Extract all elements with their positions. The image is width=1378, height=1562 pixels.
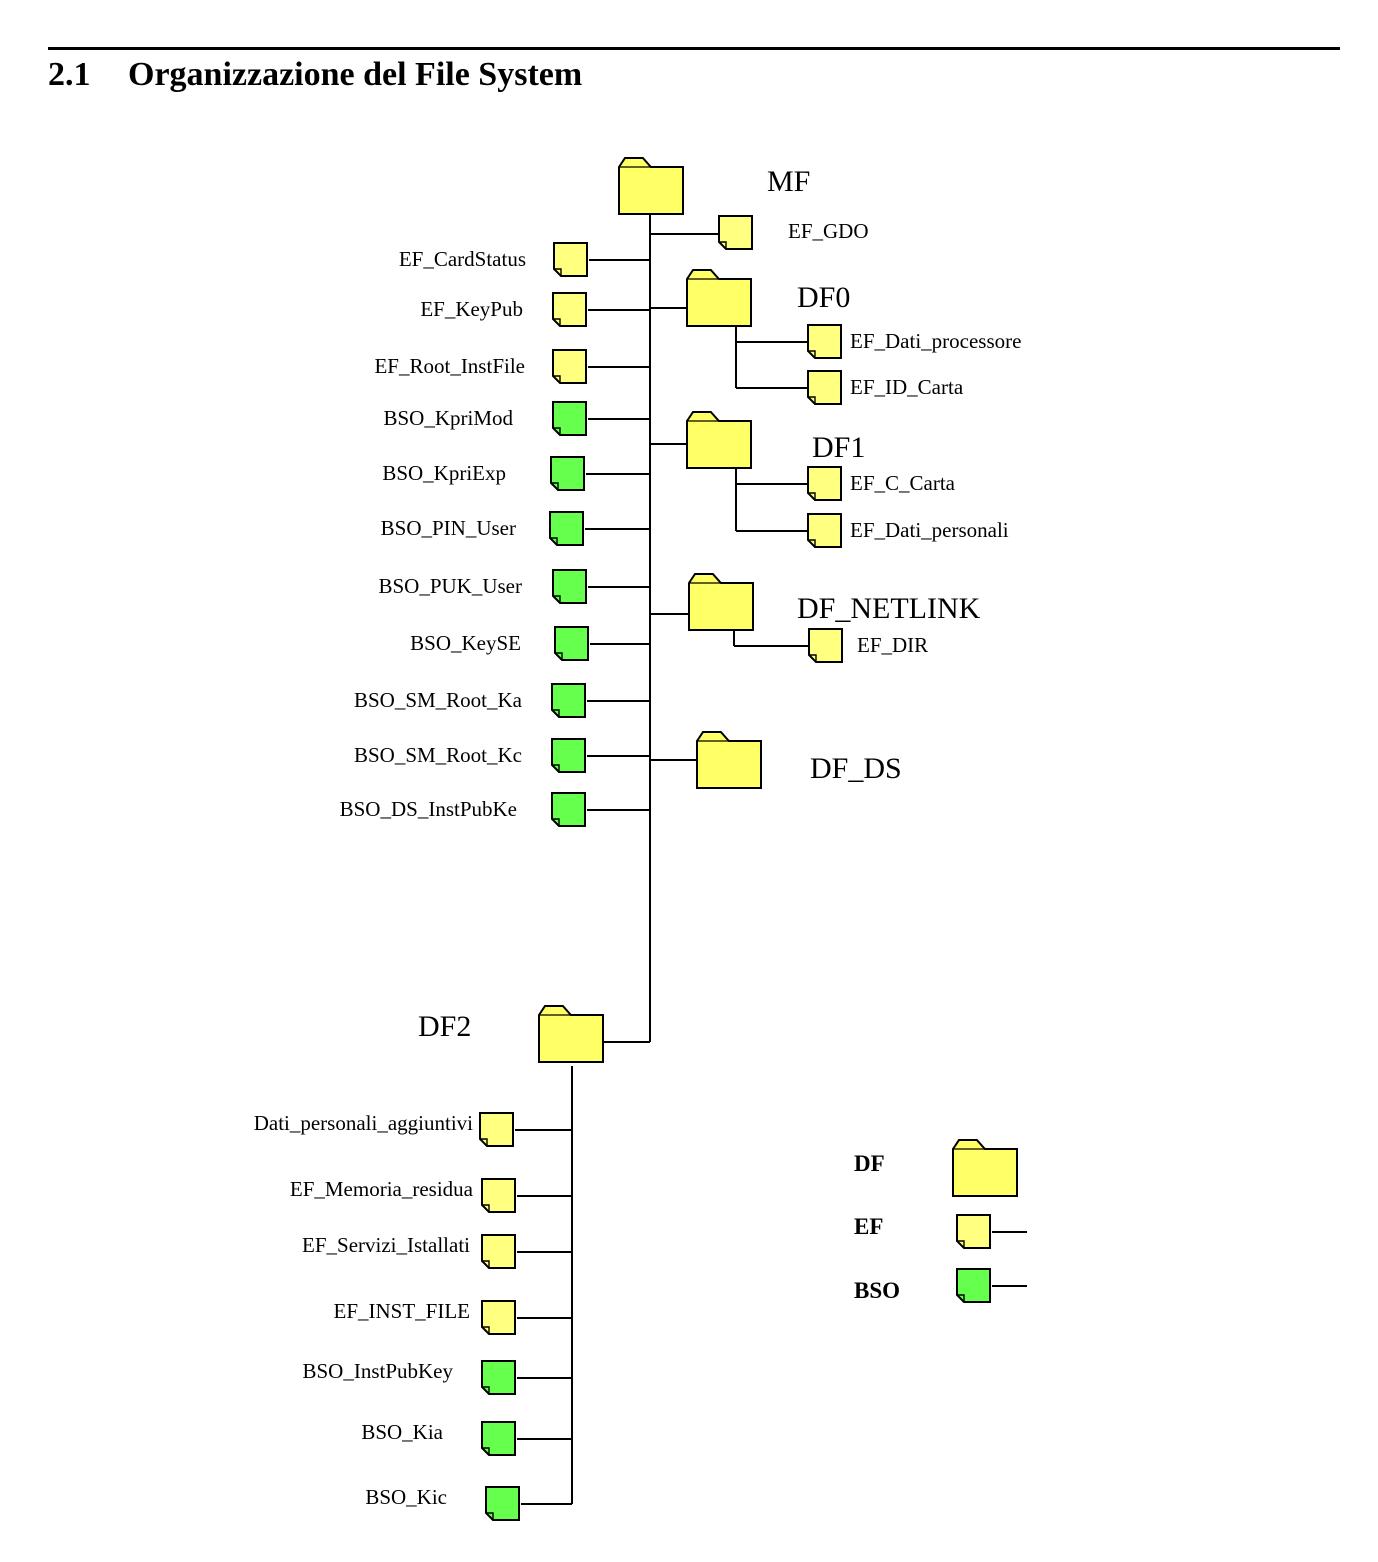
label-ef_memoria_residua: EF_Memoria_residua (290, 1177, 474, 1201)
bso-icon-bso_kprimod (552, 401, 587, 436)
label-ef_dati_processore: EF_Dati_processore (850, 329, 1021, 353)
label-bso_ds_instpubke: BSO_DS_InstPubKe (340, 797, 517, 821)
label-ef_servizi_istallati: EF_Servizi_Istallati (302, 1233, 470, 1257)
bso-icon-bso_kia (481, 1421, 516, 1456)
label-df0: DF0 (797, 281, 850, 314)
bso-icon-bso_sm_root_ka (551, 683, 586, 718)
ef-icon-ef_c_carta (807, 466, 842, 501)
ef-icon-ef_inst_file (481, 1300, 516, 1335)
bso-icon-bso_sm_root_kc (551, 738, 586, 773)
top-rule (48, 47, 1340, 50)
bso-icon-bso_instpubkey (481, 1360, 516, 1395)
page-fold (957, 1294, 965, 1302)
page-fold (553, 318, 561, 326)
label-bso_sm_root_ka: BSO_SM_Root_Ka (354, 688, 523, 712)
label-ef_dir: EF_DIR (857, 633, 928, 657)
ef-icon-ef_servizi_istallati (481, 1234, 516, 1269)
page-fold (486, 1512, 494, 1520)
ef-icon-dati_personali_aggiuntivi (479, 1112, 514, 1147)
legend-ef-icon (956, 1214, 991, 1249)
label-bso_sm_root_kc: BSO_SM_Root_Kc (354, 743, 522, 767)
label-df_ds: DF_DS (810, 752, 902, 785)
ef-icon-ef_dati_processore (807, 324, 842, 359)
page-fold (808, 350, 816, 358)
label-bso_puk_user: BSO_PUK_User (378, 574, 522, 598)
label-bso_pin_user: BSO_PIN_User (381, 516, 516, 540)
legend-bso-icon (956, 1268, 991, 1303)
page-fold (482, 1260, 490, 1268)
page-fold (555, 652, 563, 660)
label-mf: MF (767, 165, 810, 198)
page-fold (809, 654, 817, 662)
label-ef_keypub: EF_KeyPub (420, 297, 523, 321)
label-df1: DF1 (812, 431, 865, 464)
section-number: 2.1 (48, 56, 91, 93)
bso-icon-bso_kpriexp (550, 456, 585, 491)
page-fold (552, 709, 560, 717)
label-bso_keyse: BSO_KeySE (410, 631, 521, 655)
page-fold (550, 537, 558, 545)
page-fold (553, 427, 561, 435)
label-ef_root_instfile: EF_Root_InstFile (374, 354, 525, 378)
label-bso_kprimod: BSO_KpriMod (383, 406, 513, 430)
label-df_netlink: DF_NETLINK (797, 592, 981, 625)
legend-label-ef: EF (854, 1214, 883, 1239)
page-fold (480, 1138, 488, 1146)
page-fold (957, 1240, 965, 1248)
page-fold (553, 375, 561, 383)
section-heading: 2.1 Organizzazione del File System (48, 56, 582, 94)
label-bso_instpubkey: BSO_InstPubKey (302, 1359, 453, 1383)
label-bso_kia: BSO_Kia (361, 1420, 443, 1444)
label-ef_gdo: EF_GDO (788, 219, 869, 243)
label-ef_inst_file: EF_INST_FILE (334, 1299, 471, 1323)
page-fold (482, 1386, 490, 1394)
bso-icon-bso_kic (485, 1486, 520, 1521)
page-fold (482, 1447, 490, 1455)
ef-icon-ef_dati_personali (807, 513, 842, 548)
ef-icon-ef_cardstatus (553, 242, 588, 277)
label-ef_cardstatus: EF_CardStatus (399, 247, 526, 271)
ef-icon-ef_keypub (552, 292, 587, 327)
page-fold (719, 241, 727, 249)
label-ef_dati_personali: EF_Dati_personali (850, 518, 1009, 542)
page-fold (552, 764, 560, 772)
bso-icon-bso_puk_user (552, 569, 587, 604)
label-df2: DF2 (418, 1010, 471, 1043)
ef-icon-ef_memoria_residua (481, 1178, 516, 1213)
legend-label-df: DF (854, 1151, 885, 1176)
ef-icon-ef_gdo (718, 215, 753, 250)
ef-icon-ef_dir (808, 628, 843, 663)
label-ef_id_carta: EF_ID_Carta (850, 375, 964, 399)
page-fold (808, 492, 816, 500)
page-fold (482, 1326, 490, 1334)
page-fold (551, 482, 559, 490)
page-fold (808, 396, 816, 404)
section-title: Organizzazione del File System (128, 56, 583, 93)
label-ef_c_carta: EF_C_Carta (850, 471, 956, 495)
page-fold (553, 595, 561, 603)
bso-icon-bso_keyse (554, 626, 589, 661)
ef-icon-ef_id_carta (807, 370, 842, 405)
page-fold (554, 268, 562, 276)
ef-icon-ef_root_instfile (552, 349, 587, 384)
bso-icon-bso_pin_user (549, 511, 584, 546)
label-bso_kic: BSO_Kic (365, 1485, 447, 1509)
label-bso_kpriexp: BSO_KpriExp (382, 461, 506, 485)
bso-icon-bso_ds_instpubke (551, 792, 586, 827)
page-fold (808, 539, 816, 547)
page-fold (552, 818, 560, 826)
label-dati_personali_aggiuntivi: Dati_personali_aggiuntivi (254, 1111, 473, 1135)
page-fold (482, 1204, 490, 1212)
legend-label-bso: BSO (854, 1278, 900, 1303)
